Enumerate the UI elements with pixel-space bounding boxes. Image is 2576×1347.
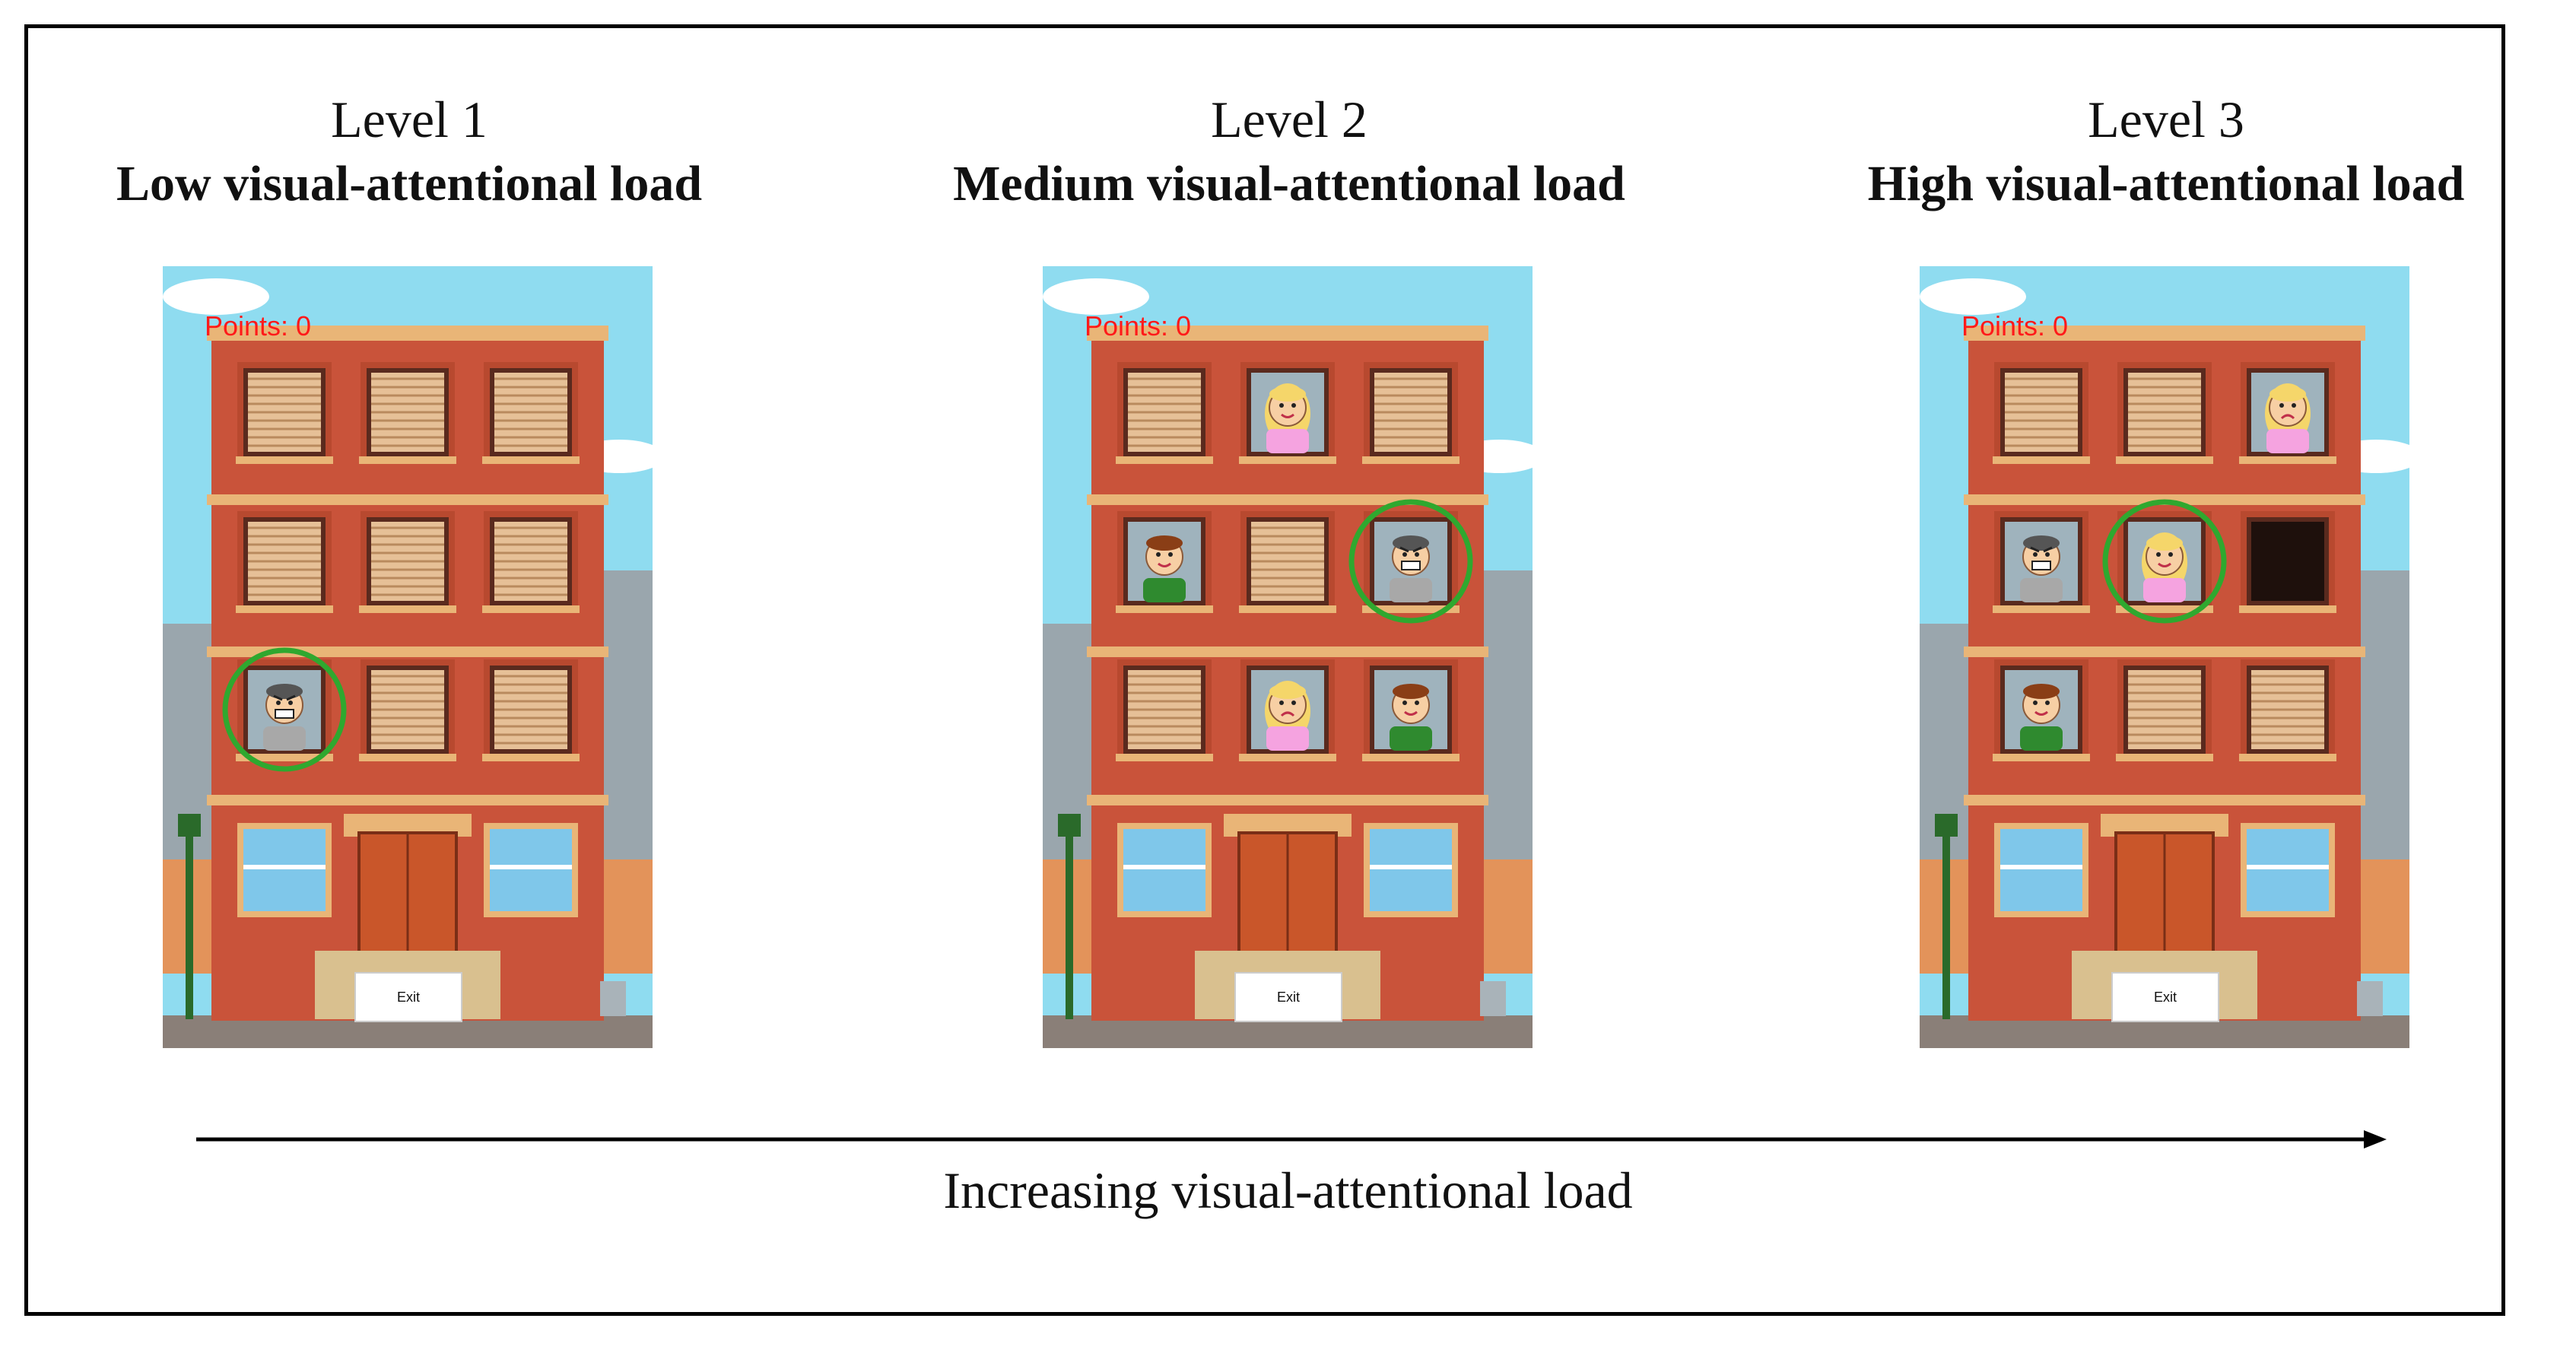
window-shutter (482, 659, 580, 761)
level-2-exit-button[interactable]: Exit (1234, 972, 1342, 1022)
level-2-game-screen: Points: 0 Exit (1043, 266, 1533, 1048)
cloud (1043, 278, 1149, 315)
load-axis-arrow (196, 1130, 2387, 1148)
level-2-load-label: Medium visual-attentional load (953, 156, 1625, 211)
roof-ledge (1087, 326, 1488, 341)
level-3-exit-button[interactable]: Exit (2111, 972, 2219, 1022)
floor-ledge (207, 494, 608, 505)
target-ring (222, 647, 347, 772)
lamp-post (1066, 829, 1073, 1019)
roof-ledge (207, 326, 608, 341)
floor-ledge (1964, 795, 2365, 805)
window-shutter (1993, 362, 2090, 464)
window-angry-man (236, 659, 333, 761)
level-3-game-screen: Points: 0 Exit (1920, 266, 2409, 1048)
window-shutter (359, 362, 456, 464)
ground-window (237, 823, 332, 917)
ground-window (1364, 823, 1458, 917)
lamp-head (1058, 814, 1081, 837)
window-shutter (236, 362, 333, 464)
window-shutter (1116, 362, 1213, 464)
level-1-exit-button[interactable]: Exit (354, 972, 462, 1022)
trash-can (1480, 981, 1506, 1016)
window-shutter (482, 511, 580, 613)
level-2-title: Level 2 (1211, 91, 1367, 148)
window-woman (1239, 362, 1336, 464)
lamp-head (178, 814, 201, 837)
level-2-points-counter: Points: 0 (1085, 310, 1192, 342)
level-3-points-counter: Points: 0 (1961, 310, 2069, 342)
window-shutter (1239, 511, 1336, 613)
window-shutter (482, 362, 580, 464)
level-1-title: Level 1 (331, 91, 488, 148)
window-green-man (1362, 659, 1460, 761)
level-3-load-label: High visual-attentional load (1867, 156, 2465, 211)
ground-window (2241, 823, 2335, 917)
floor-ledge (207, 795, 608, 805)
load-axis-label: Increasing visual-attentional load (943, 1161, 1633, 1219)
window-sad-woman (1239, 659, 1336, 761)
window-angry-man (1362, 511, 1460, 613)
window-sad-woman (2239, 362, 2336, 464)
level-1-points-counter: Points: 0 (205, 310, 312, 342)
window-shutter (359, 659, 456, 761)
window-green-man (1116, 511, 1213, 613)
lamp-post (1942, 829, 1950, 1019)
trash-can (2357, 981, 2383, 1016)
roof-ledge (1964, 326, 2365, 341)
window-shutter (2239, 659, 2336, 761)
level-3-building-scene (1920, 266, 2409, 1048)
floor-ledge (1087, 646, 1488, 657)
level-2-building-scene (1043, 266, 1533, 1048)
floor-ledge (1087, 795, 1488, 805)
ground-window (484, 823, 578, 917)
lamp-head (1935, 814, 1958, 837)
level-1-game-screen: Points: 0 Exit (163, 266, 653, 1048)
target-ring (2102, 499, 2227, 624)
floor-ledge (1087, 494, 1488, 505)
level-1-building-scene (163, 266, 653, 1048)
window-shutter (2116, 659, 2213, 761)
cloud (1920, 278, 2026, 315)
ground-window (1994, 823, 2088, 917)
lamp-post (186, 829, 193, 1019)
level-1-load-label: Low visual-attentional load (116, 156, 703, 211)
window-green-man (1993, 659, 2090, 761)
window-shutter (236, 511, 333, 613)
window-dark (2239, 511, 2336, 613)
window-angry-man (1993, 511, 2090, 613)
floor-ledge (1964, 646, 2365, 657)
trash-can (600, 981, 626, 1016)
window-shutter (359, 511, 456, 613)
window-shutter (1362, 362, 1460, 464)
window-woman (2116, 511, 2213, 613)
cloud (163, 278, 269, 315)
level-3-title: Level 3 (2088, 91, 2244, 148)
window-shutter (2116, 362, 2213, 464)
ground-window (1117, 823, 1212, 917)
target-ring (1348, 499, 1473, 624)
window-shutter (1116, 659, 1213, 761)
